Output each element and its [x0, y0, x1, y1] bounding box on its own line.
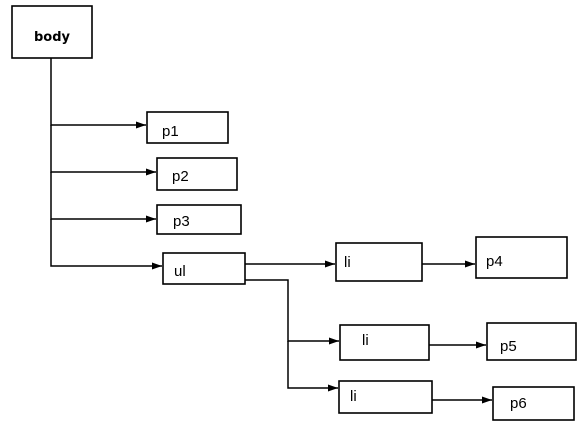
node-label: p6 [510, 395, 527, 412]
node-label: p5 [500, 338, 517, 355]
node-label: ul [174, 263, 186, 280]
edge-body-p3 [50, 172, 156, 223]
edge-body-ul [50, 219, 162, 270]
node-label: li [350, 388, 357, 405]
node-p4: p4 [475, 236, 568, 279]
node-p1: p1 [146, 111, 229, 144]
edge-ul-li-2 [245, 279, 339, 345]
node-li-1: li [335, 242, 423, 282]
node-label: li [362, 332, 369, 349]
connectors [50, 58, 492, 404]
node-p5: p5 [486, 322, 577, 361]
node-label: body [34, 30, 71, 45]
edge-ul-li-3 [287, 341, 338, 392]
node-label: li [344, 254, 351, 271]
node-label: p3 [173, 213, 190, 230]
node-p3: p3 [156, 204, 242, 235]
node-p6: p6 [492, 386, 575, 421]
node-li-2: li [339, 324, 430, 361]
edge-body-p2 [50, 125, 156, 176]
node-label: p1 [162, 123, 179, 140]
node-label: p2 [172, 168, 189, 185]
node-li-3: li [338, 380, 433, 414]
node-p2: p2 [156, 157, 238, 191]
node-label: p4 [486, 253, 503, 270]
node-body: body [11, 5, 93, 59]
edge-body-p1 [50, 58, 146, 129]
node-ul: ul [162, 252, 246, 285]
